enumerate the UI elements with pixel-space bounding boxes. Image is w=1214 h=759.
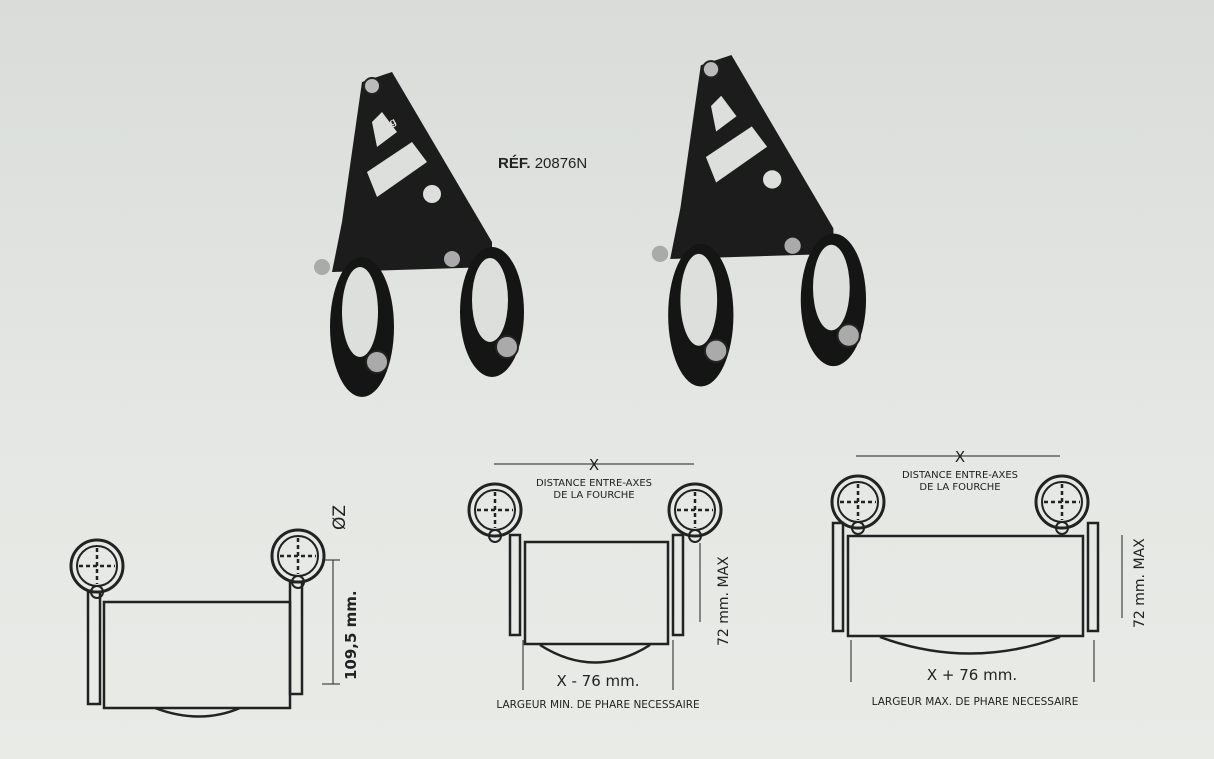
axis-distance-label: DE LA FOURCHE xyxy=(553,490,634,501)
axis-distance-label: DISTANCE ENTRE-AXES xyxy=(902,470,1018,481)
caption: LARGEUR MIN. DE PHARE NECESSAIRE xyxy=(496,699,699,711)
height-label: 72 mm. MAX xyxy=(1132,538,1148,628)
diagram-min-width xyxy=(467,463,723,690)
height-label: 72 mm. MAX xyxy=(716,556,732,646)
ref-label: RÉF. xyxy=(498,155,531,172)
product-reference: RÉF. 20876N xyxy=(498,155,587,172)
width-label: X + 76 mm. xyxy=(927,666,1017,684)
width-label: X - 76 mm. xyxy=(556,672,639,690)
caption: LARGEUR MAX. DE PHARE NECESSAIRE xyxy=(872,696,1079,708)
bracket-photo-right xyxy=(650,53,868,388)
axis-distance-label: DISTANCE ENTRE-AXES xyxy=(536,478,652,489)
x-label: X xyxy=(955,448,965,466)
axis-distance-label: DE LA FOURCHE xyxy=(919,482,1000,493)
x-label: X xyxy=(589,456,599,474)
height-label: 109,5 mm. xyxy=(342,590,360,680)
ref-number: 20876N xyxy=(534,155,588,172)
diameter-label: ØZ xyxy=(330,505,350,530)
diagram-mount-height xyxy=(69,528,340,718)
bracket-photo-left xyxy=(313,71,525,398)
diagram-max-width xyxy=(830,455,1123,682)
